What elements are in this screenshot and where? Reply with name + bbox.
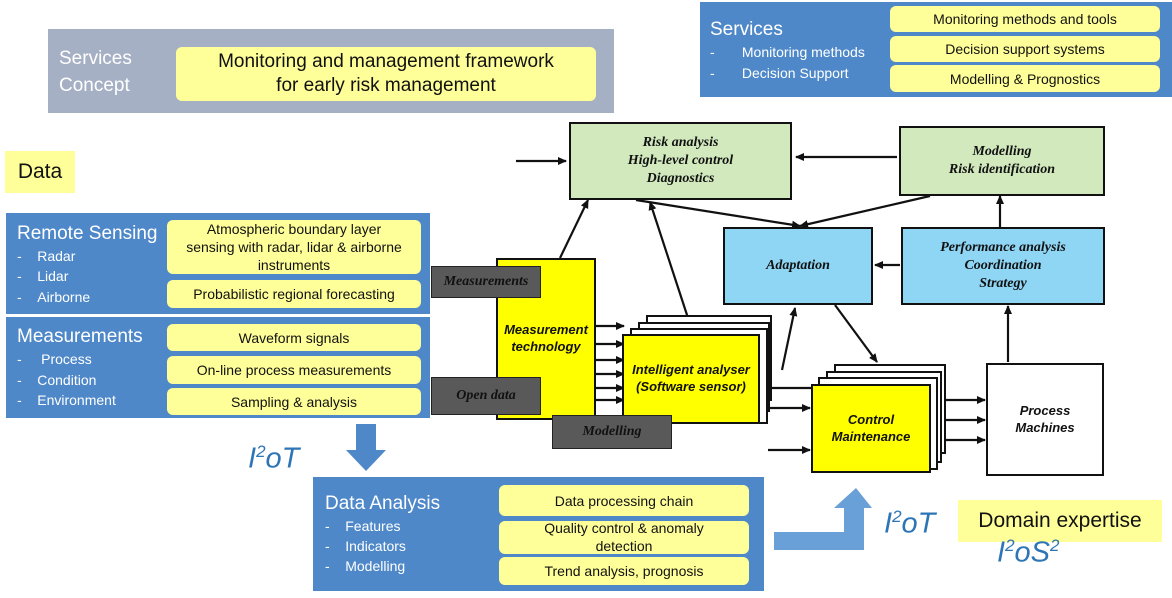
services-item-1: - Monitoring methods xyxy=(710,44,865,60)
remote-sensing-panel: Remote Sensing - Radar - Lidar - Airborn… xyxy=(6,213,430,314)
services-concept-label-line1: Services xyxy=(59,48,132,69)
services-title: Services xyxy=(710,19,783,40)
measurements-tag: Measurements xyxy=(431,266,541,298)
process-machines-node: Process Machines xyxy=(986,363,1104,476)
measurements-item-process: - Process xyxy=(17,351,92,367)
data-analysis-panel: Data Analysis - Features - Indicators - … xyxy=(313,477,764,591)
iot-label-left: I2oT xyxy=(248,442,300,475)
measurements-box-1: Waveform signals xyxy=(167,324,421,351)
remote-sensing-box-1: Atmospheric boundary layer sensing with … xyxy=(167,220,421,274)
measurements-item-condition: - Condition xyxy=(17,372,97,388)
services-item-2: - Decision Support xyxy=(710,65,849,81)
remote-sensing-box-2: Probabilistic regional forecasting xyxy=(167,280,421,308)
adaptation-node: Adaptation xyxy=(723,227,873,305)
services-concept-panel: Services Concept Monitoring and manageme… xyxy=(48,29,614,113)
services-box-2: Decision support systems xyxy=(890,36,1160,62)
measurements-title: Measurements xyxy=(17,326,143,347)
data-analysis-title: Data Analysis xyxy=(325,493,441,514)
risk-analysis-node: Risk analysis High-level control Diagnos… xyxy=(569,122,792,200)
remote-sensing-item-radar: - Radar xyxy=(17,248,76,264)
domain-expertise-label: Domain expertise xyxy=(958,500,1162,542)
performance-analysis-node: Performance analysis Coordination Strate… xyxy=(901,227,1105,305)
measurements-item-environment: - Environment xyxy=(17,392,116,408)
services-concept-box: Monitoring and management framework for … xyxy=(176,47,596,101)
data-analysis-item-features: - Features xyxy=(325,518,401,534)
data-label: Data xyxy=(5,151,75,193)
measurements-box-2: On-line process measurements xyxy=(167,356,421,384)
services-concept-label-line2: Concept xyxy=(59,75,130,96)
measurements-panel: Measurements - Process - Condition - Env… xyxy=(6,317,430,418)
data-analysis-box-3: Trend analysis, prognosis xyxy=(499,557,749,585)
down-arrow-icon xyxy=(346,424,386,471)
iot-label-right: I2oT xyxy=(884,507,936,540)
measurements-box-3: Sampling & analysis xyxy=(167,388,421,415)
data-analysis-item-modelling: - Modelling xyxy=(325,558,406,574)
elbow-up-arrow-icon xyxy=(774,488,872,550)
modelling-risk-node: Modelling Risk identification xyxy=(899,126,1105,196)
data-analysis-item-indicators: - Indicators xyxy=(325,538,406,554)
remote-sensing-item-airborne: - Airborne xyxy=(17,289,91,305)
intelligent-analyser-node: Intelligent analyser (Software sensor) xyxy=(622,334,760,424)
open-data-tag: Open data xyxy=(431,377,541,415)
remote-sensing-title: Remote Sensing xyxy=(17,223,158,244)
ios2-label: I2oS2 xyxy=(997,536,1060,569)
services-panel: Services - Monitoring methods - Decision… xyxy=(700,2,1172,97)
remote-sensing-item-lidar: - Lidar xyxy=(17,268,69,284)
services-box-3: Modelling & Prognostics xyxy=(890,65,1160,92)
services-box-1: Monitoring methods and tools xyxy=(890,6,1160,32)
data-analysis-box-1: Data processing chain xyxy=(499,485,749,516)
modelling-tag: Modelling xyxy=(552,415,672,449)
services-concept-box-line2: for early risk management xyxy=(276,75,496,96)
services-concept-box-line1: Monitoring and management framework xyxy=(218,51,554,73)
control-maintenance-node: Control Maintenance xyxy=(811,384,931,473)
data-analysis-box-2: Quality control & anomaly detection xyxy=(499,520,749,554)
